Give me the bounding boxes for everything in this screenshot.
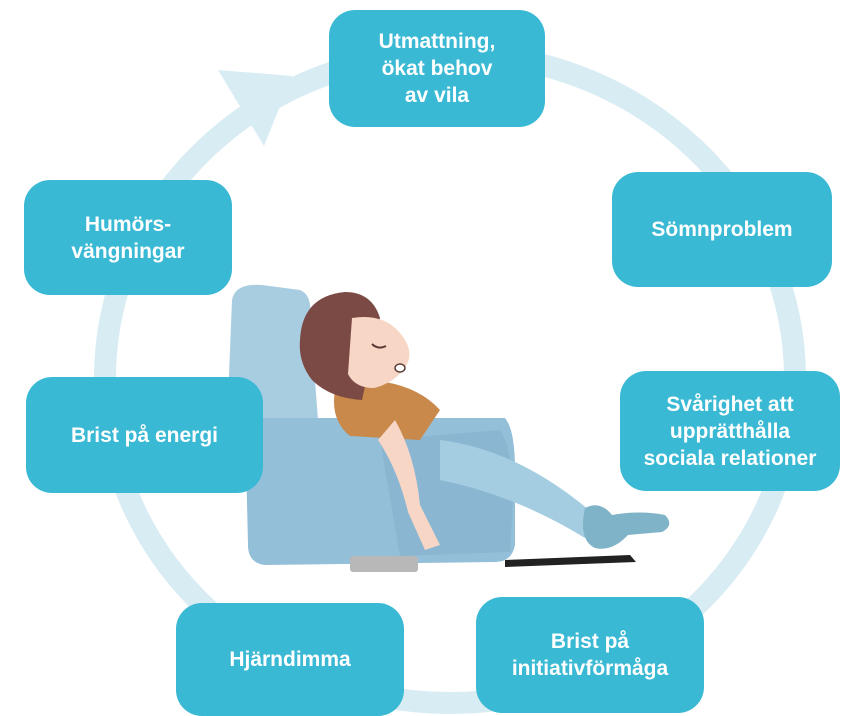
symptom-box-somnproblem: Sömnproblem bbox=[612, 172, 832, 287]
symptom-box-utmattning: Utmattning, ökat behov av vila bbox=[329, 10, 545, 127]
tired-person-illustration bbox=[228, 285, 669, 572]
symptom-box-initiativ: Brist på initiativförmåga bbox=[476, 597, 704, 713]
chair-foot bbox=[350, 556, 418, 572]
person-face bbox=[348, 317, 409, 388]
symptom-box-svarighet: Svårighet att upprätthålla sociala relat… bbox=[620, 371, 840, 491]
symptom-box-hjarndimma: Hjärndimma bbox=[176, 603, 404, 716]
symptom-box-energi: Brist på energi bbox=[26, 377, 263, 493]
person-foot bbox=[583, 505, 669, 549]
symptom-box-humor: Humörs- vängningar bbox=[24, 180, 232, 295]
footrest-bar bbox=[505, 555, 636, 567]
open-mouth bbox=[395, 364, 405, 372]
